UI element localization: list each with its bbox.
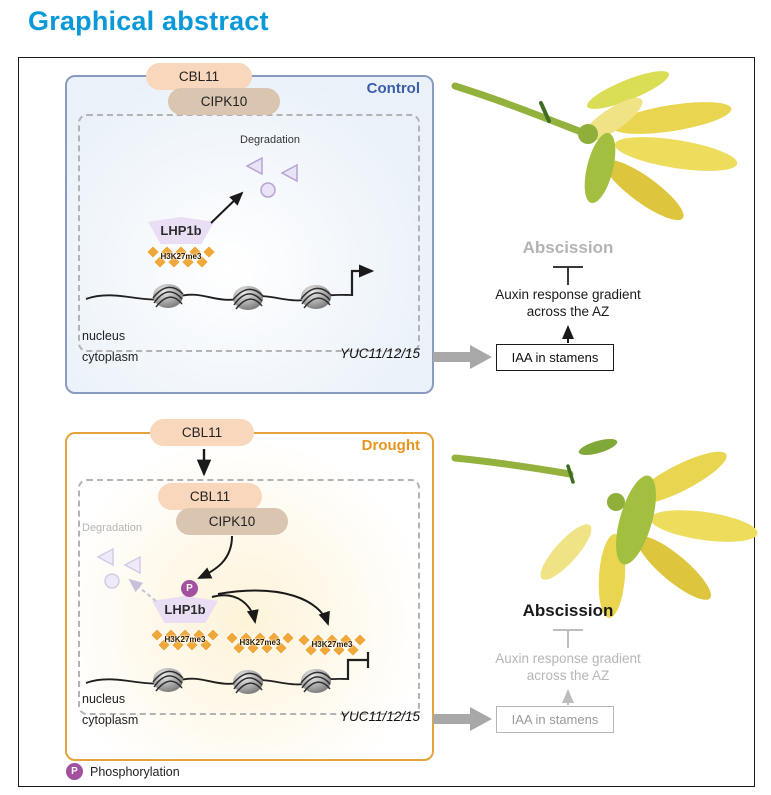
drought-phospho-p: P (186, 583, 193, 594)
drought-h3k27me3-label-2: H3K27me3 (239, 638, 281, 648)
drought-condition-label: Drought (361, 437, 420, 454)
drought-iaa-label: IAA in stamens (511, 712, 599, 727)
drought-phospho-badge: P (181, 580, 198, 597)
drought-h3k27me3-mark-3: H3K27me3 (296, 632, 368, 658)
control-lhp1b-protein: LHP1b (148, 217, 214, 244)
page-title: Graphical abstract (28, 6, 269, 36)
control-panel (65, 75, 434, 394)
control-iaa-box: IAA in stamens (496, 344, 614, 371)
drought-cbl11-outer-protein: CBL11 (150, 419, 254, 446)
control-auxin-gradient-line1: Auxin response gradient (495, 287, 641, 302)
drought-h3k27me3-label-1: H3K27me3 (164, 635, 206, 645)
drought-cbl11-label: CBL11 (189, 489, 231, 504)
drought-iaa-box: IAA in stamens (496, 706, 614, 733)
drought-cytoplasm-label: cytoplasm (82, 713, 139, 727)
h3k27me3-diamonds-icon (296, 632, 368, 658)
control-cipk10-protein: CIPK10 (168, 88, 280, 115)
drought-auxin-gradient-line2: across the AZ (526, 668, 610, 683)
drought-gene-label: YUC11/12/15 (339, 709, 420, 724)
drought-abscission-label: Abscission (522, 601, 614, 620)
h3k27me3-diamonds-icon (149, 627, 221, 653)
control-lhp1b-label: LHP1b (160, 223, 202, 238)
h3k27me3-diamonds-icon (224, 630, 296, 656)
control-iaa-label: IAA in stamens (511, 350, 599, 365)
legend-phosphorylation-label: Phosphorylation (90, 765, 180, 779)
drought-cipk10-label: CIPK10 (208, 514, 256, 529)
control-gene-label: YUC11/12/15 (339, 346, 420, 361)
legend-phospho-p: P (71, 766, 78, 777)
drought-cipk10-protein: CIPK10 (176, 508, 288, 535)
h3k27me3-diamonds-icon (145, 244, 217, 270)
control-abscission-label: Abscission (522, 238, 614, 257)
drought-cbl11-protein: CBL11 (158, 483, 262, 510)
drought-lhp1b-protein: LHP1b (152, 596, 218, 623)
control-h3k27me3-label: H3K27me3 (160, 252, 202, 262)
control-condition-label: Control (366, 80, 420, 97)
drought-degradation-label: Degradation (82, 522, 142, 534)
control-cbl11-label: CBL11 (178, 69, 220, 84)
legend-phospho-badge: P (66, 763, 83, 780)
control-nucleus-label: nucleus (82, 329, 126, 343)
control-degradation-label: Degradation (240, 134, 300, 146)
control-cytoplasm-label: cytoplasm (82, 350, 139, 364)
drought-nucleus-label: nucleus (82, 692, 126, 706)
drought-nucleus-boundary (78, 479, 420, 715)
drought-cbl11-outer-label: CBL11 (181, 425, 223, 440)
drought-auxin-gradient-line1: Auxin response gradient (495, 651, 641, 666)
drought-h3k27me3-mark-2: H3K27me3 (224, 630, 296, 656)
control-cipk10-label: CIPK10 (200, 94, 248, 109)
drought-lhp1b-label: LHP1b (164, 602, 206, 617)
control-h3k27me3-mark: H3K27me3 (145, 244, 217, 270)
control-nucleus-boundary (78, 114, 420, 352)
drought-h3k27me3-mark-1: H3K27me3 (149, 627, 221, 653)
control-auxin-gradient-line2: across the AZ (526, 304, 610, 319)
drought-h3k27me3-label-3: H3K27me3 (311, 640, 353, 650)
control-cbl11-protein: CBL11 (146, 63, 252, 90)
